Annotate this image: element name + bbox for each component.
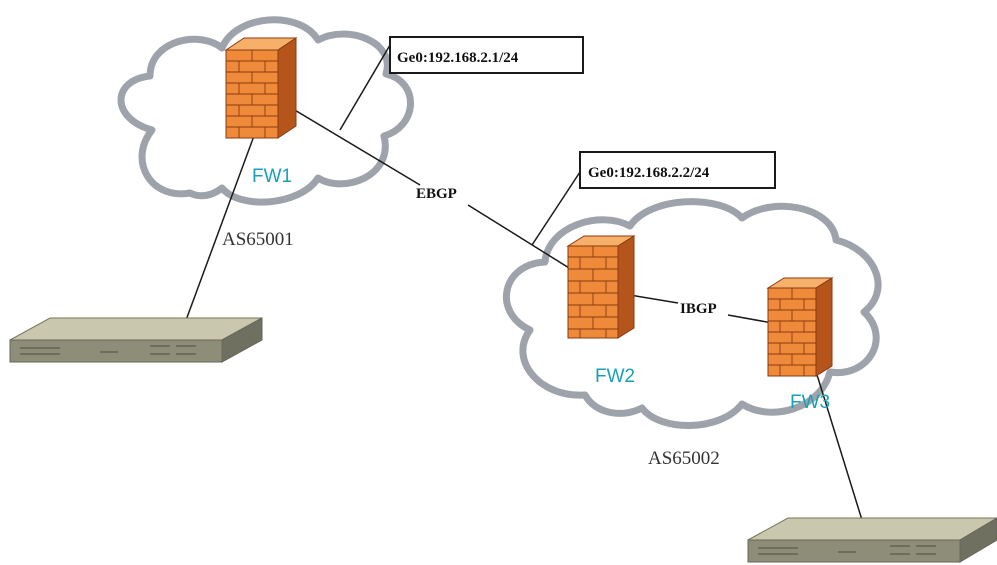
interface-callout-fw1: Ge0:192.168.2.1/24 <box>389 36 584 74</box>
fw3-side <box>815 277 833 377</box>
ebgp-link <box>277 99 421 186</box>
switch-right-side <box>959 517 997 563</box>
switch-left-top <box>9 317 263 341</box>
callout-line-2 <box>531 171 581 246</box>
interface-box-2 <box>579 151 776 189</box>
ibgp-label: IBGP <box>680 301 717 317</box>
switch-right-front <box>747 539 961 563</box>
switch-left <box>9 317 263 363</box>
firewall-fw3 <box>766 277 834 377</box>
switch-right-top <box>747 517 997 541</box>
as65002-label: AS65002 <box>648 448 720 469</box>
fw2-side <box>617 235 635 339</box>
fw1-switch-link <box>174 124 259 351</box>
switch-right <box>747 517 997 563</box>
fw1-label: FW1 <box>252 166 292 187</box>
as65001-label: AS65001 <box>222 229 294 250</box>
fw3-switch-link <box>817 377 863 521</box>
interface-callout-fw2: Ge0:192.168.2.2/24 <box>579 151 776 189</box>
interface-label-2: Ge0:192.168.2.2/24 <box>588 165 710 181</box>
ebgp-label: EBGP <box>416 186 457 202</box>
firewall-fw2 <box>566 235 636 339</box>
fw2-label: FW2 <box>595 366 635 387</box>
fw3-label: FW3 <box>790 392 830 413</box>
connections <box>174 44 863 521</box>
interface-box-1 <box>389 36 584 74</box>
switch-left-front <box>9 339 223 363</box>
interface-label-1: Ge0:192.168.2.1/24 <box>397 50 519 66</box>
switch-left-side <box>221 317 263 363</box>
firewall-fw1 <box>224 37 298 139</box>
fw1-side <box>277 37 297 139</box>
ibgp-link <box>629 294 679 304</box>
callout-line-1 <box>339 44 391 131</box>
